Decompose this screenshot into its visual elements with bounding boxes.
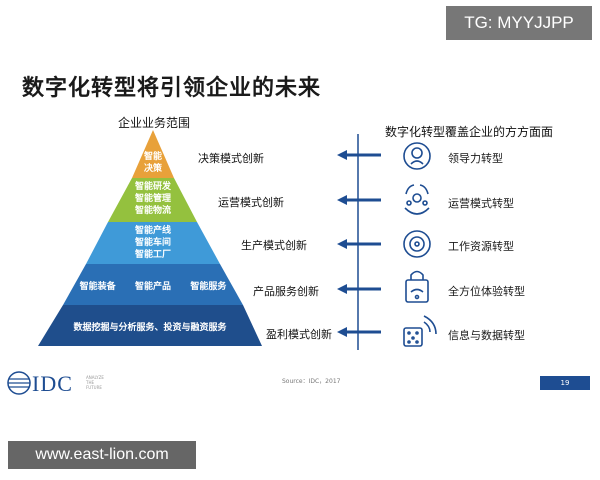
leadership-icon: [403, 142, 431, 170]
transformation-label-3: 工作资源转型: [448, 240, 514, 253]
pyramid-layer-4: [63, 264, 243, 305]
data-icon: [403, 315, 437, 347]
innovation-label-3: 生产模式创新: [241, 239, 307, 252]
arrow-4: [337, 284, 381, 294]
watermark-bottom: www.east-lion.com: [8, 441, 196, 469]
innovation-label-2: 运营模式创新: [218, 196, 284, 209]
arrow-1: [337, 150, 381, 160]
pyramid-layer-3: [86, 222, 220, 264]
transformation-label-1: 领导力转型: [448, 152, 503, 165]
pyramid-layer-5: [38, 305, 262, 346]
innovation-label-1: 决策模式创新: [198, 152, 264, 165]
idc-logo: IDC: [32, 371, 73, 396]
source-note: Source：IDC，2017: [282, 378, 341, 385]
pyramid-layer-1-label: 智能 决策: [143, 152, 162, 174]
page-number: 19: [540, 376, 590, 390]
operations-icon: [404, 184, 430, 215]
arrow-5: [337, 327, 381, 337]
pyramid-layer-3-label: 智能产线 智能车间 智能工厂: [134, 226, 171, 260]
pyramid-layer-2: [108, 178, 197, 222]
idc-logo-tagline: ANALYZE THE FUTURE: [86, 375, 104, 390]
pyramid-layer-1: [132, 130, 174, 178]
experience-icon: [405, 270, 429, 303]
transformation-label-4: 全方位体验转型: [448, 285, 525, 298]
transformation-caption: 数字化转型覆盖企业的方方面面: [385, 125, 554, 139]
pyramid-layer-2-label: 智能研发 智能管理 智能物流: [134, 182, 171, 216]
idc-globe-icon: [7, 371, 31, 395]
work-resource-icon: [403, 230, 431, 258]
slide-title: 数字化转型将引领企业的未来: [22, 76, 322, 101]
pyramid-layer-5-label: 数据挖掘与分析服务、投资与融资服务: [73, 323, 227, 333]
arrow-2: [337, 195, 381, 205]
pyramid-caption: 企业业务范围: [118, 116, 191, 130]
arrow-3: [337, 239, 381, 249]
transformation-label-2: 运营模式转型: [448, 197, 514, 210]
innovation-label-5: 盈利模式创新: [266, 328, 332, 341]
pyramid-layer-4-label: 智能装备 智能产品 智能服务: [79, 282, 227, 292]
innovation-label-4: 产品服务创新: [253, 285, 319, 298]
watermark-top: TG: MYYJJPP: [446, 6, 592, 40]
transformation-label-5: 信息与数据转型: [448, 329, 525, 342]
